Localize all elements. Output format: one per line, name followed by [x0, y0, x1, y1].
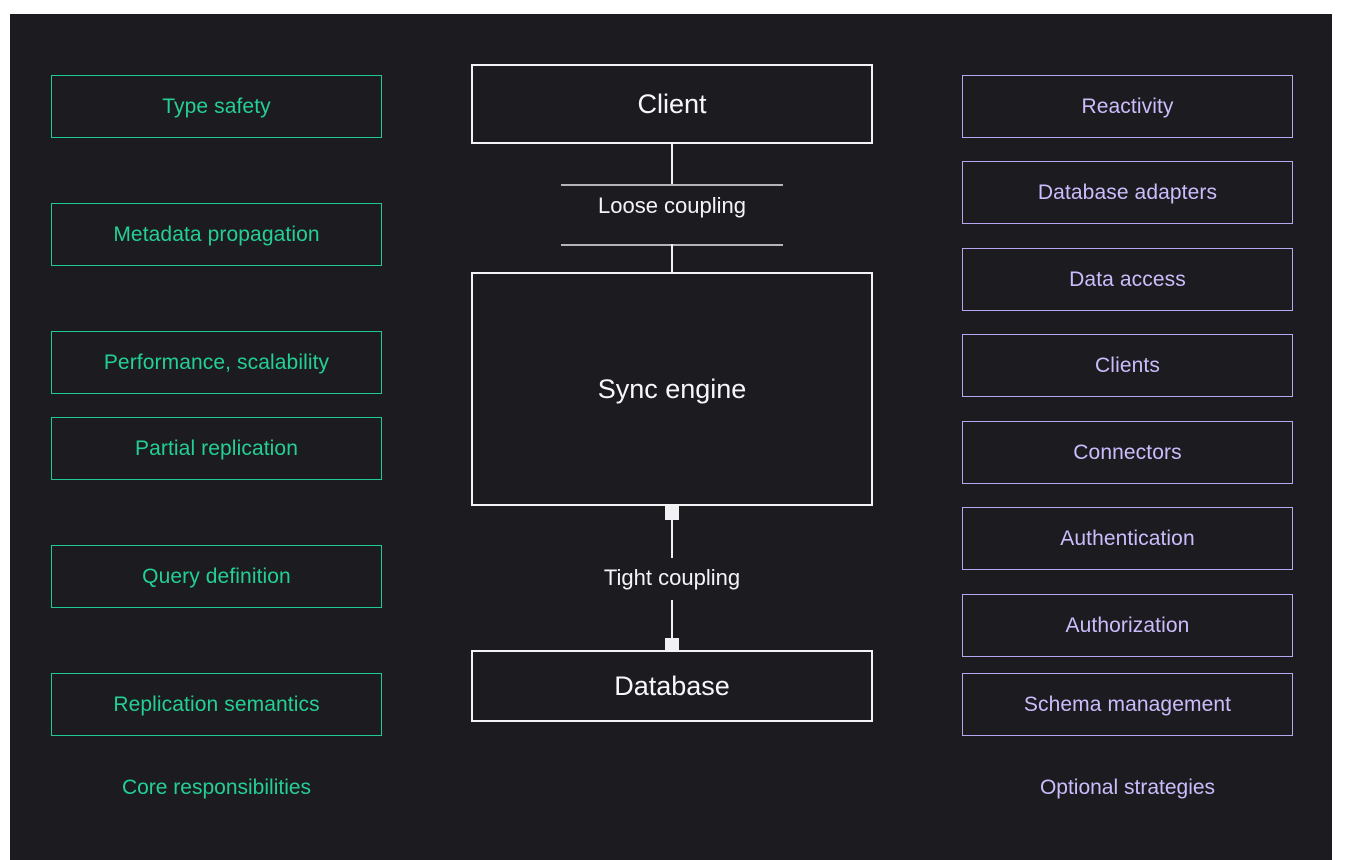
optional-box-authentication[interactable]: Authentication [962, 507, 1293, 570]
core-box-metadata-propagation[interactable]: Metadata propagation [51, 203, 382, 266]
optional-box-clients[interactable]: Clients [962, 334, 1293, 397]
optional-box-label: Connectors [1073, 440, 1182, 464]
core-box-label: Type safety [162, 94, 271, 118]
loose-coupling-rule-top [561, 184, 783, 186]
optional-box-database-adapters[interactable]: Database adapters [962, 161, 1293, 224]
core-box-replication-semantics[interactable]: Replication semantics [51, 673, 382, 736]
node-label: Sync engine [597, 373, 747, 404]
loose-coupling-label: Loose coupling [597, 193, 746, 218]
core-box-label: Partial replication [135, 436, 298, 460]
optional-box-authorization[interactable]: Authorization [962, 594, 1293, 657]
core-box-type-safety[interactable]: Type safety [51, 75, 382, 138]
tight-coupling-endcap-top [665, 506, 679, 520]
tight-coupling-endcap-bottom [665, 638, 679, 652]
core-box-partial-replication[interactable]: Partial replication [51, 417, 382, 480]
optional-box-schema-management[interactable]: Schema management [962, 673, 1293, 736]
optional-box-data-access[interactable]: Data access [962, 248, 1293, 311]
connector-line-tight-lower [671, 600, 673, 638]
optional-strategies-caption: Optional strategies [1039, 776, 1216, 799]
core-box-performance-scalability[interactable]: Performance, scalability [51, 331, 382, 394]
optional-box-label: Database adapters [1037, 180, 1218, 204]
core-box-label: Query definition [142, 564, 291, 588]
connector-line-tight-upper [671, 520, 673, 558]
core-box-label: Performance, scalability [103, 350, 330, 374]
node-client[interactable]: Client [471, 64, 873, 144]
optional-box-label: Clients [1095, 353, 1160, 377]
node-label: Client [637, 88, 707, 119]
optional-box-label: Schema management [1023, 692, 1232, 716]
tight-coupling-label: Tight coupling [603, 565, 741, 590]
optional-box-label: Data access [1069, 267, 1186, 291]
node-database[interactable]: Database [471, 650, 873, 722]
connector-line-client-upper [671, 144, 673, 186]
connector-line-client-lower [671, 244, 673, 274]
optional-box-label: Authentication [1060, 526, 1195, 550]
node-sync-engine[interactable]: Sync engine [471, 272, 873, 506]
optional-box-label: Reactivity [1081, 94, 1174, 118]
core-box-query-definition[interactable]: Query definition [51, 545, 382, 608]
node-label: Database [614, 670, 730, 701]
optional-box-label: Authorization [1065, 613, 1190, 637]
core-responsibilities-caption: Core responsibilities [121, 776, 312, 799]
optional-box-connectors[interactable]: Connectors [962, 421, 1293, 484]
diagram-canvas: Type safety Metadata propagation Perform… [10, 14, 1332, 860]
optional-box-reactivity[interactable]: Reactivity [962, 75, 1293, 138]
core-box-label: Replication semantics [113, 692, 320, 716]
core-box-label: Metadata propagation [113, 222, 320, 246]
